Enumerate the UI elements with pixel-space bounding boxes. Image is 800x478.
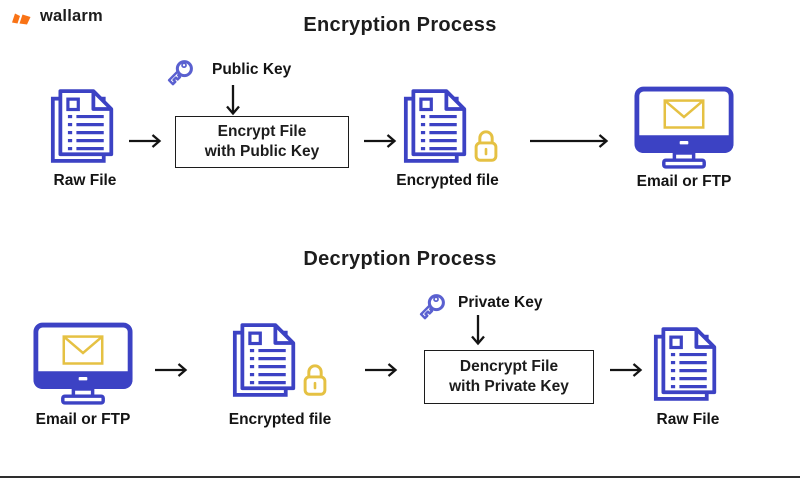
arrow-right-icon (154, 362, 188, 378)
raw-file-label: Raw File (53, 172, 117, 189)
private-key-icon (413, 288, 451, 326)
monitor-email-icon (33, 322, 133, 405)
encryption-title: Encryption Process (303, 14, 497, 36)
arrow-right-icon (609, 362, 643, 378)
arrow-right-icon (364, 362, 398, 378)
arrow-down-icon (225, 84, 241, 116)
monitor-email-icon (634, 86, 734, 169)
email-or-ftp-label: Email or FTP (35, 411, 131, 428)
encrypt-box-line1: Encrypt File (217, 122, 307, 140)
public-key-label: Public Key (212, 61, 292, 78)
decrypt-box-line2: with Private Key (449, 378, 569, 395)
wallarm-logo-text: wallarm (40, 7, 103, 25)
encrypt-file-box: Encrypt File with Public Key (175, 116, 349, 168)
bottom-divider (0, 476, 800, 478)
encrypted-file-label: Encrypted file (396, 172, 499, 189)
lock-icon (472, 126, 500, 164)
arrow-down-icon (470, 314, 486, 346)
encrypted-file-label: Encrypted file (228, 411, 332, 428)
encrypt-box-line2: with Public Key (204, 143, 320, 160)
raw-file-label: Raw File (656, 411, 720, 428)
public-key-icon (161, 54, 199, 92)
raw-file-icon (653, 326, 719, 402)
lock-icon (301, 360, 329, 398)
decrypt-box-line1: Dencrypt File (459, 357, 559, 375)
wallarm-logo: wallarm (10, 7, 103, 26)
decryption-title: Decryption Process (303, 248, 497, 270)
decrypt-file-box: Dencrypt File with Private Key (424, 350, 594, 404)
encrypted-file-icon (403, 88, 469, 164)
arrow-right-icon (128, 133, 162, 149)
private-key-label: Private Key (458, 294, 543, 311)
arrow-right-icon (529, 133, 609, 149)
email-or-ftp-label: Email or FTP (636, 173, 732, 190)
arrow-right-icon (363, 133, 397, 149)
encrypted-file-icon (232, 322, 298, 398)
raw-file-icon (50, 88, 116, 164)
